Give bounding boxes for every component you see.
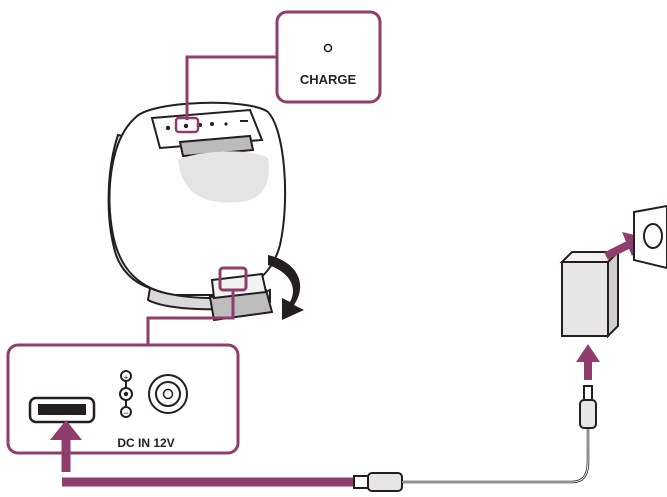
polarity-icon: + − xyxy=(119,370,133,418)
charge-label: CHARGE xyxy=(300,72,357,87)
wall-outlet-icon xyxy=(633,204,667,270)
svg-text:+: + xyxy=(124,373,129,382)
speaker-buttons xyxy=(165,120,248,131)
port-leader xyxy=(146,290,235,345)
svg-text:−: − xyxy=(123,408,128,418)
usb-port-icon xyxy=(28,396,96,424)
usb-cable-arrowhead xyxy=(50,420,82,440)
adapter-cable-inner xyxy=(402,428,589,483)
charge-leader xyxy=(185,55,277,120)
charge-led-icon xyxy=(323,43,333,53)
charge-callout-box xyxy=(275,10,382,104)
adapter-cable xyxy=(402,428,590,484)
speaker xyxy=(107,101,287,311)
adapter-plug xyxy=(579,385,597,429)
speaker-grille xyxy=(178,134,255,158)
adapter-insert-arrowhead xyxy=(576,344,600,362)
usb-plug xyxy=(353,472,403,492)
ac-adapter-icon xyxy=(559,249,621,339)
charge-highlight xyxy=(174,116,200,134)
rotate-arrow-icon xyxy=(268,255,304,320)
speaker-front-shade xyxy=(178,151,269,203)
dc-jack-icon xyxy=(148,374,188,414)
dc-in-label: DC IN 12V xyxy=(117,436,174,450)
outlet-insert-arrow xyxy=(604,240,632,260)
